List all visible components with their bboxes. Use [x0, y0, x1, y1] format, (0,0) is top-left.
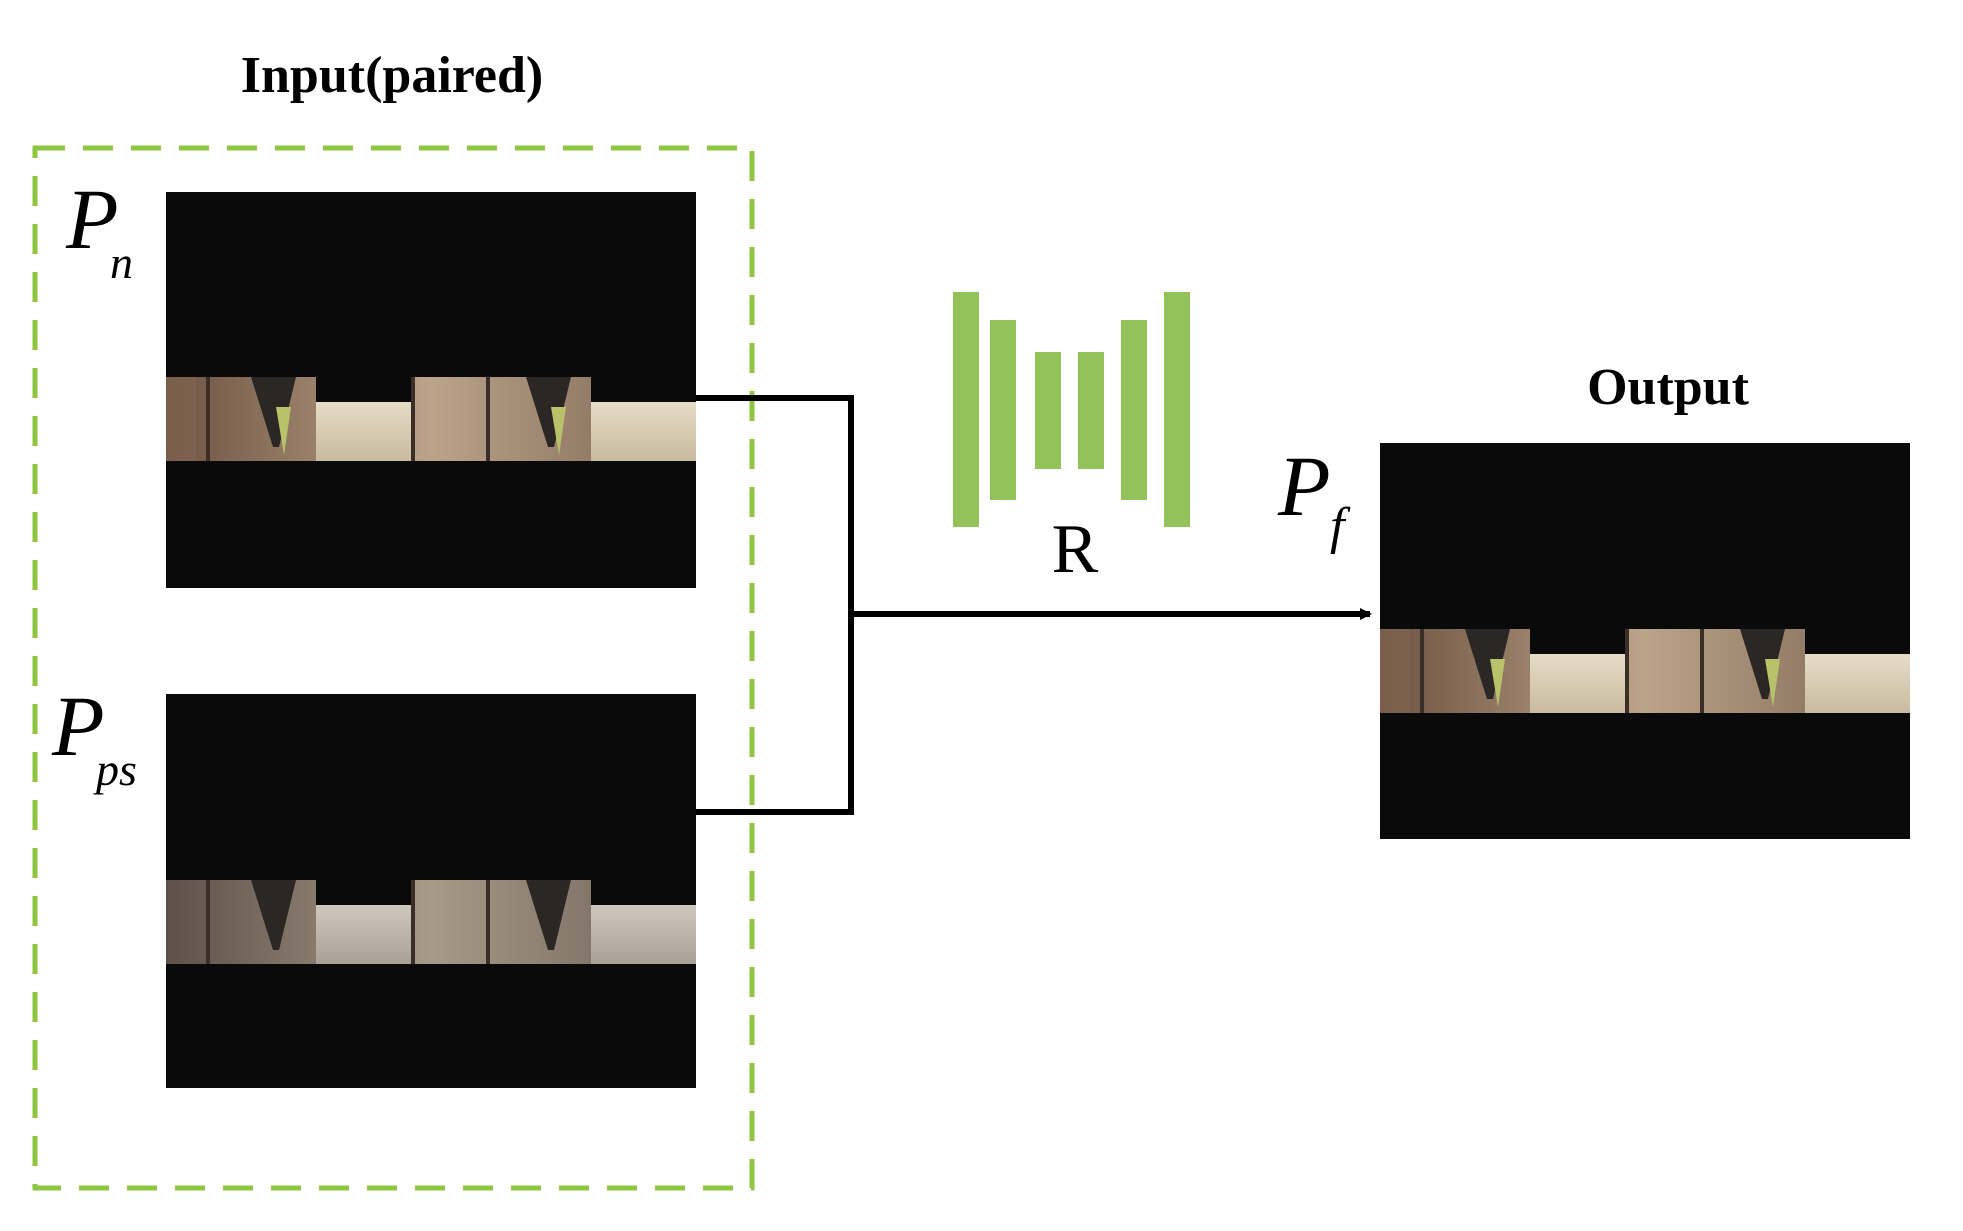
input-group-box: [32, 145, 755, 1191]
network-bar-1: [953, 292, 979, 527]
pps-symbol: P: [51, 678, 105, 774]
pn-label: P n: [65, 171, 133, 288]
pps-subscript: ps: [93, 744, 137, 795]
pps-label: P ps: [51, 678, 137, 795]
network-bar-3: [1035, 352, 1061, 469]
network-bar-5: [1121, 320, 1147, 500]
network-icon: [953, 292, 1190, 527]
output-title: Output: [1587, 359, 1750, 416]
connector-pn: [696, 395, 854, 614]
pps-image: [166, 694, 696, 1088]
network-bar-6: [1164, 292, 1190, 527]
pf-image: [1380, 443, 1910, 839]
network-label: R: [1052, 511, 1099, 588]
connector-pps: [696, 614, 854, 815]
pn-image: [166, 192, 696, 588]
network-bar-4: [1078, 352, 1104, 469]
pf-subscript: f: [1330, 498, 1351, 555]
pf-symbol: P: [1277, 438, 1331, 534]
connector-lines: [696, 395, 854, 815]
pn-subscript: n: [110, 237, 133, 288]
pf-label: P f: [1277, 438, 1351, 555]
pn-symbol: P: [65, 171, 119, 267]
input-title: Input(paired): [241, 47, 543, 104]
network-bar-2: [990, 320, 1016, 500]
